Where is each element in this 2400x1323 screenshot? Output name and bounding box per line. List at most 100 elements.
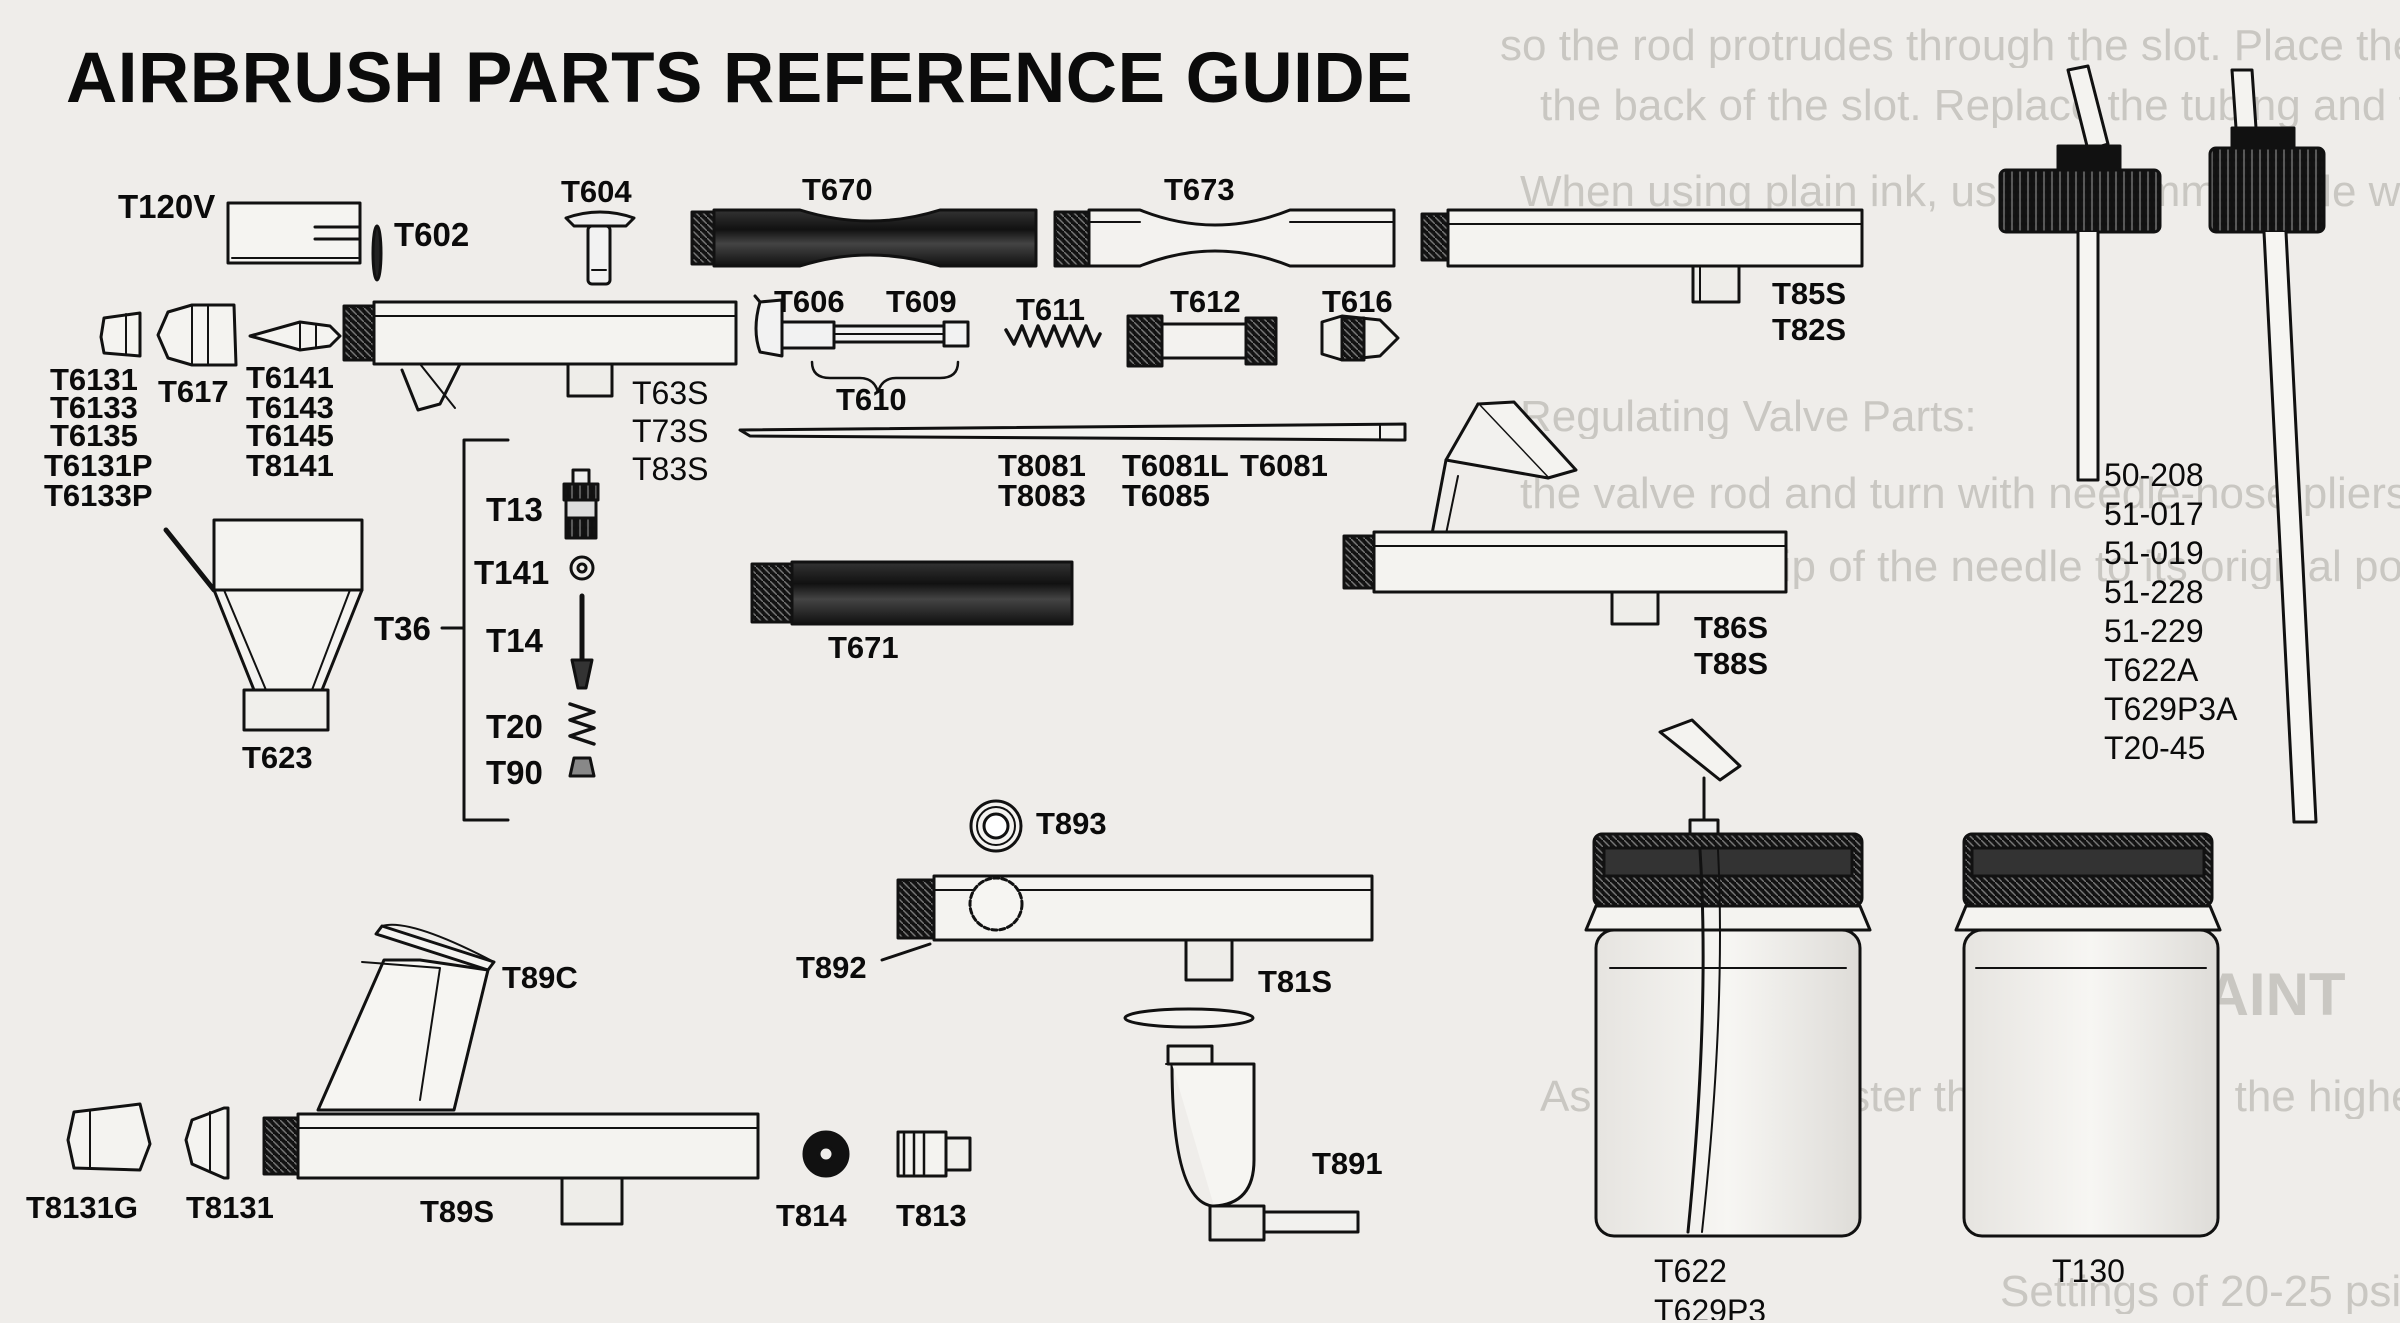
background-text-line: the valve rod and turn with needle-nose …: [1520, 472, 2400, 516]
label-t611: T611: [1016, 292, 1085, 327]
part-t813: [896, 1130, 972, 1178]
part-t81s-body: [880, 874, 1374, 982]
label-t36: T36: [374, 610, 431, 647]
label-t623: T623: [242, 740, 313, 775]
tube-part-number: 51-017: [2104, 496, 2204, 532]
part-t8131: [184, 1106, 230, 1180]
label-t604: T604: [561, 174, 632, 209]
label-t891: T891: [1312, 1146, 1383, 1181]
label-t606: T606: [774, 284, 845, 319]
label-t671: T671: [828, 630, 899, 665]
part-t671: [750, 560, 1074, 626]
label-t814: T814: [776, 1198, 847, 1233]
label-t73s: T73S: [632, 413, 709, 449]
t36-bracket: [440, 438, 510, 822]
part-t6131: [99, 311, 142, 358]
label-t629p3: T629P3: [1654, 1293, 1767, 1320]
background-text-line: Settings of 20-25 psi: [2000, 1270, 2400, 1314]
tube-part-number-list: 50-208 51-017 51-019 51-228 51-229 T622A…: [2104, 456, 2237, 768]
part-t673: [1053, 208, 1396, 268]
tube-part-number: 51-019: [2104, 535, 2204, 571]
part-t85s-body: [1420, 208, 1864, 304]
label-t141: T141: [474, 554, 550, 591]
part-t89s-body: [262, 923, 760, 1226]
part-t90: [568, 756, 596, 778]
part-t891: [1123, 1007, 1360, 1242]
part-t86s-body: [1342, 400, 1788, 626]
label-t6133p: T6133P: [44, 478, 153, 513]
part-t141: [569, 555, 595, 581]
label-t8131g: T8131G: [26, 1190, 139, 1225]
part-t6141: [248, 320, 342, 352]
label-t82s: T82S: [1772, 312, 1847, 347]
label-t120v: T120V: [118, 188, 216, 225]
label-t8081: T8081: [998, 448, 1086, 483]
label-t6141: T6141: [246, 360, 334, 395]
part-t13: [562, 468, 600, 540]
part-t20: [568, 702, 596, 746]
label-t892: T892: [796, 950, 867, 985]
part-t604: [564, 210, 636, 286]
label-t8083: T8083: [998, 478, 1086, 513]
part-t8131g: [66, 1102, 152, 1172]
page-title: AIRBRUSH PARTS REFERENCE GUIDE: [66, 39, 1414, 118]
label-t617: T617: [158, 374, 229, 409]
label-t609: T609: [886, 284, 957, 319]
part-t670: [690, 208, 1038, 268]
label-t612: T612: [1170, 284, 1241, 319]
background-text-line: so the rod protrudes through the slot. P…: [1500, 24, 2400, 68]
label-t13: T13: [486, 491, 543, 528]
label-t90: T90: [486, 754, 543, 791]
label-t63s: T63S: [632, 375, 709, 411]
label-t130: T130: [2052, 1253, 2125, 1289]
part-t622-bottle: [1584, 718, 1872, 1238]
part-t120v: [226, 201, 362, 265]
label-t6143: T6143: [246, 390, 334, 425]
label-t616: T616: [1322, 284, 1393, 319]
label-t83s: T83S: [632, 451, 709, 487]
label-t6145: T6145: [246, 418, 334, 453]
background-text-line: Regulating Valve Parts:: [1520, 395, 1977, 439]
tube-part-number: T622A: [2104, 652, 2199, 688]
label-t8131: T8131: [186, 1190, 274, 1225]
label-t85s: T85S: [1772, 276, 1847, 311]
label-t673: T673: [1164, 172, 1235, 207]
label-t89c: T89C: [502, 960, 578, 995]
part-t610-assembly: [753, 294, 970, 394]
label-t893: T893: [1036, 806, 1107, 841]
tube-part-number: T20-45: [2104, 730, 2206, 766]
label-t88s: T88S: [1694, 646, 1769, 681]
label-t622: T622: [1654, 1253, 1727, 1289]
label-t602: T602: [394, 216, 470, 253]
label-t6081l: T6081L: [1122, 448, 1229, 483]
label-t14: T14: [486, 622, 543, 659]
part-t893: [969, 799, 1023, 853]
label-t6131: T6131: [50, 362, 138, 397]
part-t130-bottle: [1954, 832, 2222, 1238]
part-t814: [802, 1130, 850, 1178]
part-siphon-tube-short: [1998, 64, 2162, 482]
label-t8141: T8141: [246, 448, 334, 483]
part-t612: [1126, 314, 1278, 368]
label-t6131p: T6131P: [44, 448, 153, 483]
tube-part-number: T629P3A: [2104, 691, 2238, 727]
part-t6081-needle: [738, 422, 1407, 442]
tube-part-number: 50-208: [2104, 457, 2204, 493]
label-t6135: T6135: [50, 418, 138, 453]
part-t611: [1004, 324, 1102, 348]
label-t89s: T89S: [420, 1194, 495, 1229]
part-t602: [371, 224, 383, 282]
tube-part-number: 51-229: [2104, 613, 2204, 649]
part-t617: [156, 303, 238, 367]
label-t813: T813: [896, 1198, 967, 1233]
label-t610: T610: [836, 382, 907, 417]
label-t20: T20: [486, 708, 543, 745]
part-t63s-body: [342, 300, 738, 412]
label-t6081: T6081: [1240, 448, 1328, 483]
label-t670: T670: [802, 172, 873, 207]
part-t14: [570, 593, 594, 690]
label-t81s: T81S: [1258, 964, 1333, 999]
label-t6133: T6133: [50, 390, 138, 425]
